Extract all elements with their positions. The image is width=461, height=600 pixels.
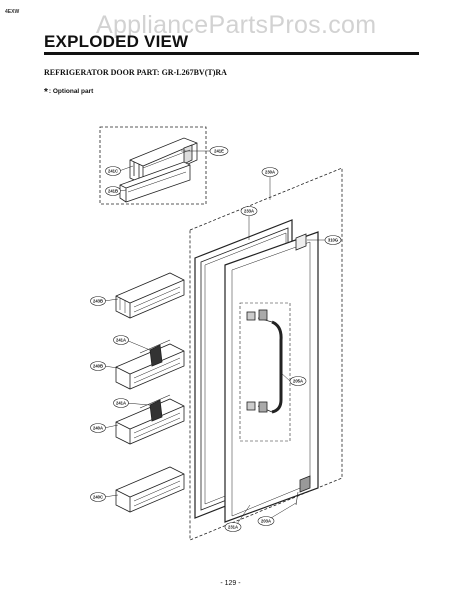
page-title: EXPLODED VIEW [44, 32, 189, 51]
callout-241a-2-label: 241A [116, 401, 126, 406]
door-basket-1 [115, 272, 185, 319]
door-top-hinge [295, 233, 307, 251]
callout-233a [240, 206, 258, 216]
callout-241e [209, 146, 229, 156]
callout-240b [90, 361, 106, 371]
callout-240c [90, 492, 106, 502]
door-panel [224, 231, 319, 523]
callout-231a-label: 231A [228, 525, 238, 530]
callout-203a-label: 203A [261, 519, 271, 524]
callout-230a-label: 230A [265, 170, 275, 175]
page-number: - 129 - [220, 580, 241, 587]
callout-233a-label: 233A [244, 209, 254, 214]
door-handle [239, 302, 291, 442]
shelf-group-box [99, 126, 207, 205]
callout-241c-label: 241C [108, 169, 118, 174]
top-shelf-basket [129, 137, 198, 185]
callout-241b [105, 186, 121, 196]
callout-240c-label: 240C [93, 495, 103, 500]
callout-230a [261, 167, 279, 177]
title-rule [44, 52, 419, 55]
callout-241a-1-label: 241A [116, 338, 126, 343]
callout-243b [90, 296, 106, 306]
bottom-hinge [295, 475, 311, 506]
door-basket-3 [115, 394, 185, 445]
callout-243b-label: 243B [93, 299, 103, 304]
callout-310g-label: 310G [328, 238, 338, 243]
callout-240b-label: 240B [93, 364, 103, 369]
door-basket-4 [115, 466, 185, 513]
optional-part-note: *: Optional part [44, 87, 93, 98]
callout-241a-1 [113, 335, 129, 345]
callout-231a [224, 522, 242, 532]
callout-241c [105, 166, 121, 176]
door-outline-box [189, 167, 343, 541]
page-subtitle: REFRIGERATOR DOOR PART: GR-L267BV(T)RA [44, 68, 227, 77]
corner-tag: 4EXW [5, 9, 20, 15]
callout-241e-label: 241E [214, 149, 224, 154]
door-basket-2 [115, 339, 185, 390]
optional-part-symbol: * [44, 87, 48, 98]
callout-205a-label: 205A [293, 379, 303, 384]
callout-240a-label: 240A [93, 426, 103, 431]
optional-part-note-text: : Optional part [48, 88, 94, 95]
callout-241a-2 [113, 398, 129, 408]
callout-240a [90, 423, 106, 433]
callout-241b-label: 241B [108, 189, 118, 194]
callout-203a [257, 516, 275, 526]
top-shelf-bar [119, 161, 191, 203]
callout-205a [289, 376, 307, 386]
callout-310g [324, 235, 342, 245]
watermark: AppliancePartsPros.com [96, 11, 377, 39]
